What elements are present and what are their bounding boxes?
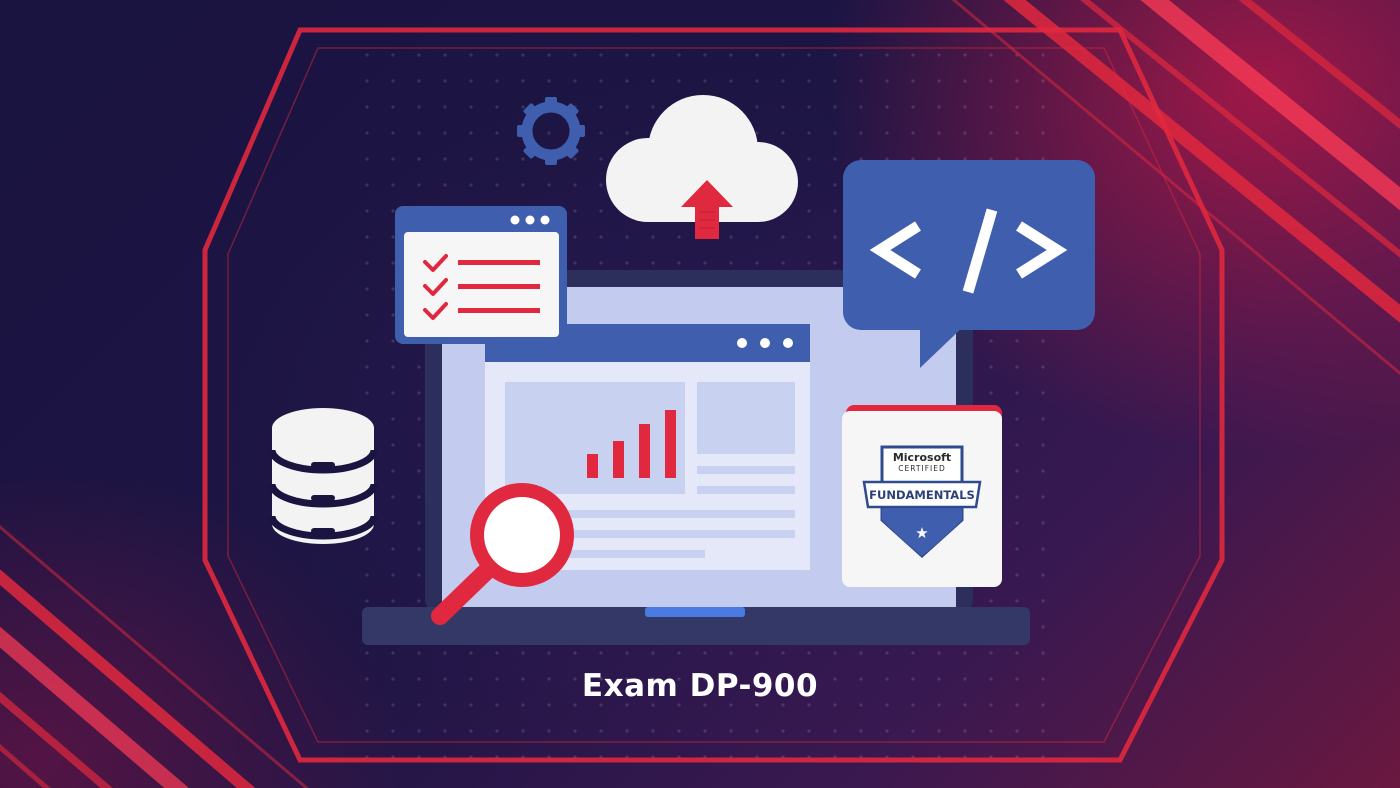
chart-bar — [639, 424, 650, 478]
badge-line2: CERTIFIED — [898, 464, 945, 473]
hexagon-frame-inner — [227, 47, 1201, 743]
certification-card: Microsoft CERTIFIED FUNDAMENTALS ★ — [842, 405, 1002, 587]
text-line — [505, 530, 795, 538]
star-icon: ★ — [915, 524, 928, 542]
checklist-line — [458, 284, 540, 289]
upload-arrow-head — [681, 180, 733, 207]
exam-title: Exam DP-900 — [581, 668, 819, 704]
badge-line1: Microsoft — [893, 451, 951, 464]
database-slot — [311, 462, 335, 468]
window-dot-icon — [760, 338, 770, 348]
laptop-notch — [645, 607, 745, 617]
hexagon-frame — [202, 27, 1225, 763]
code-bubble — [843, 160, 1095, 368]
check-icon — [423, 254, 448, 272]
chart-bar — [665, 410, 676, 478]
stripes-top-right — [951, 0, 1400, 376]
database-slot — [311, 528, 335, 534]
window-dot-icon — [540, 215, 550, 225]
text-line — [505, 510, 795, 518]
checklist-card — [395, 206, 567, 344]
certification-badge: Microsoft CERTIFIED FUNDAMENTALS ★ — [862, 445, 982, 559]
upload-arrow-shaft — [695, 203, 719, 239]
window-dot-icon — [783, 338, 793, 348]
badge-ribbon-text: FUNDAMENTALS — [869, 488, 975, 502]
chart-bar — [587, 454, 598, 478]
stripes-bottom-left — [0, 525, 309, 788]
checklist-line — [458, 308, 540, 313]
window-dot-icon — [737, 338, 747, 348]
check-icon — [423, 302, 448, 320]
laptop-base — [362, 607, 1030, 645]
chart-bar — [613, 441, 624, 478]
bar-chart — [587, 410, 676, 478]
window-dot-icon — [525, 215, 535, 225]
magnifier-icon — [431, 483, 574, 625]
cloud-upload-icon — [606, 95, 798, 239]
gear-icon — [517, 97, 585, 165]
checklist-line — [458, 260, 540, 265]
text-line — [505, 550, 705, 558]
code-brackets-icon — [869, 208, 1068, 294]
check-icon — [423, 278, 448, 296]
badge-ribbon — [862, 480, 982, 509]
database-slot — [311, 495, 335, 501]
text-line — [697, 466, 795, 474]
side-panel — [697, 382, 795, 454]
window-dot-icon — [510, 215, 520, 225]
text-line — [697, 486, 795, 494]
database-icon — [268, 408, 378, 544]
